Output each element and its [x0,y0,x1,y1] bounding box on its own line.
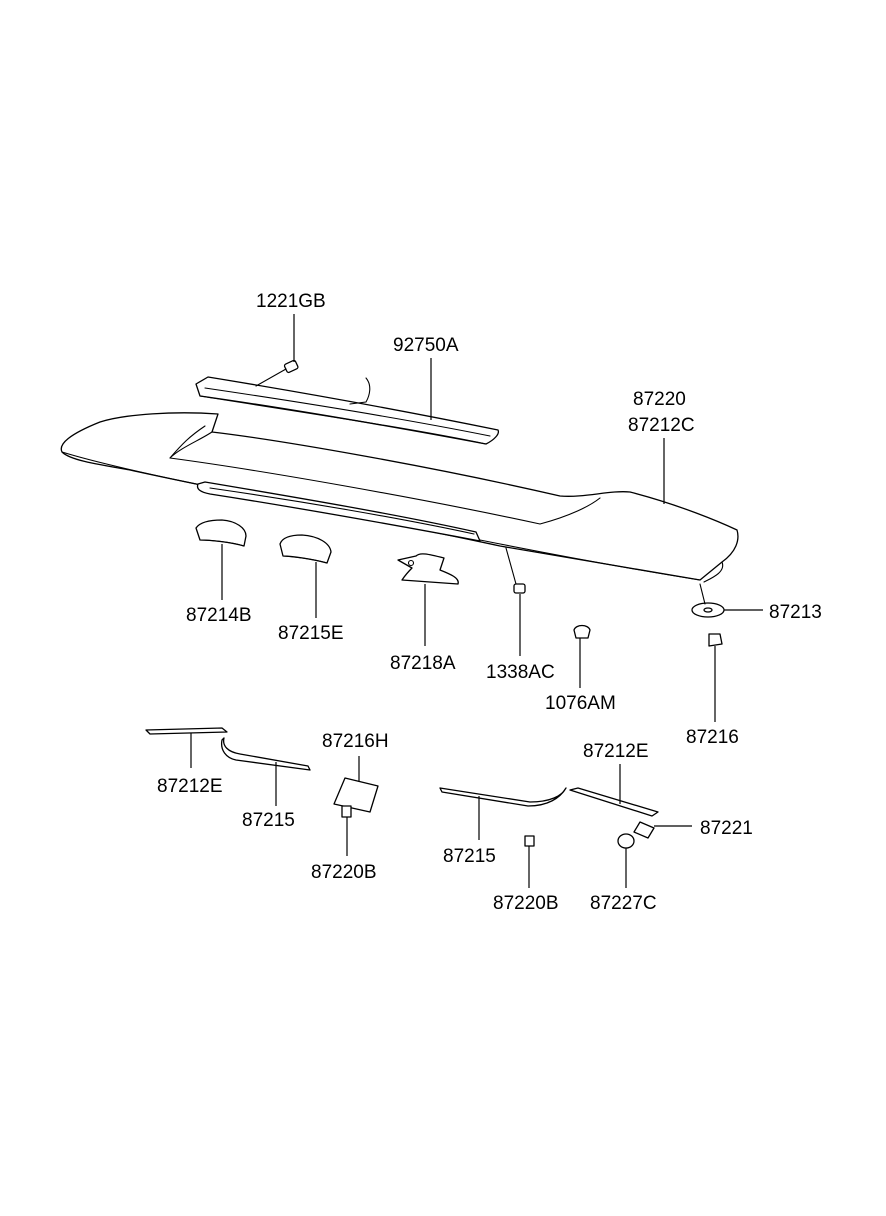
strip-87215-left [220,737,311,771]
label-1338ac: 1338AC [486,662,555,683]
clip-87220b-left [341,805,352,818]
label-87215-left: 87215 [242,810,295,831]
strip-87212e-right [569,787,659,817]
bracket-87218a [397,553,459,585]
strip-87215-right [439,787,567,807]
label-87215-right: 87215 [443,846,496,867]
label-87215e: 87215E [278,623,344,644]
part-labels: 1221GB 92750A 87220 87212C 87214B 87215E… [157,291,822,914]
label-87218a: 87218A [390,653,456,674]
label-92750a: 92750A [393,335,459,356]
pad-87214b [195,519,247,547]
leader-lines [190,314,763,888]
rear-spoiler-body [60,412,739,583]
clip-1076am [573,624,591,639]
label-87220b-left: 87220B [311,862,377,883]
label-87221: 87221 [700,818,753,839]
label-87220: 87220 [633,389,686,410]
pad-87215e [279,534,332,564]
nut-87216 [708,633,723,647]
strip-87212e-left [145,727,228,735]
label-87212e-left: 87212E [157,776,223,797]
high-mount-stop-lamp [195,376,500,445]
cap-87227c [617,833,635,849]
label-87227c: 87227C [590,893,657,914]
label-87220b-right: 87220B [493,893,559,914]
label-1221gb: 1221GB [256,291,326,312]
label-87212e-right: 87212E [583,741,649,762]
clip-87221 [633,821,655,839]
pad-87216h [333,777,379,813]
label-87216h: 87216H [322,731,389,752]
nut-1338ac [505,547,526,594]
label-1076am: 1076AM [545,693,616,714]
screw-1221gb [255,359,299,387]
label-87213: 87213 [769,602,822,623]
clip-87220b-right [524,835,535,847]
label-87214b: 87214B [186,605,252,626]
label-87216: 87216 [686,727,739,748]
washer-87213 [691,583,725,618]
label-87212c: 87212C [628,415,695,436]
